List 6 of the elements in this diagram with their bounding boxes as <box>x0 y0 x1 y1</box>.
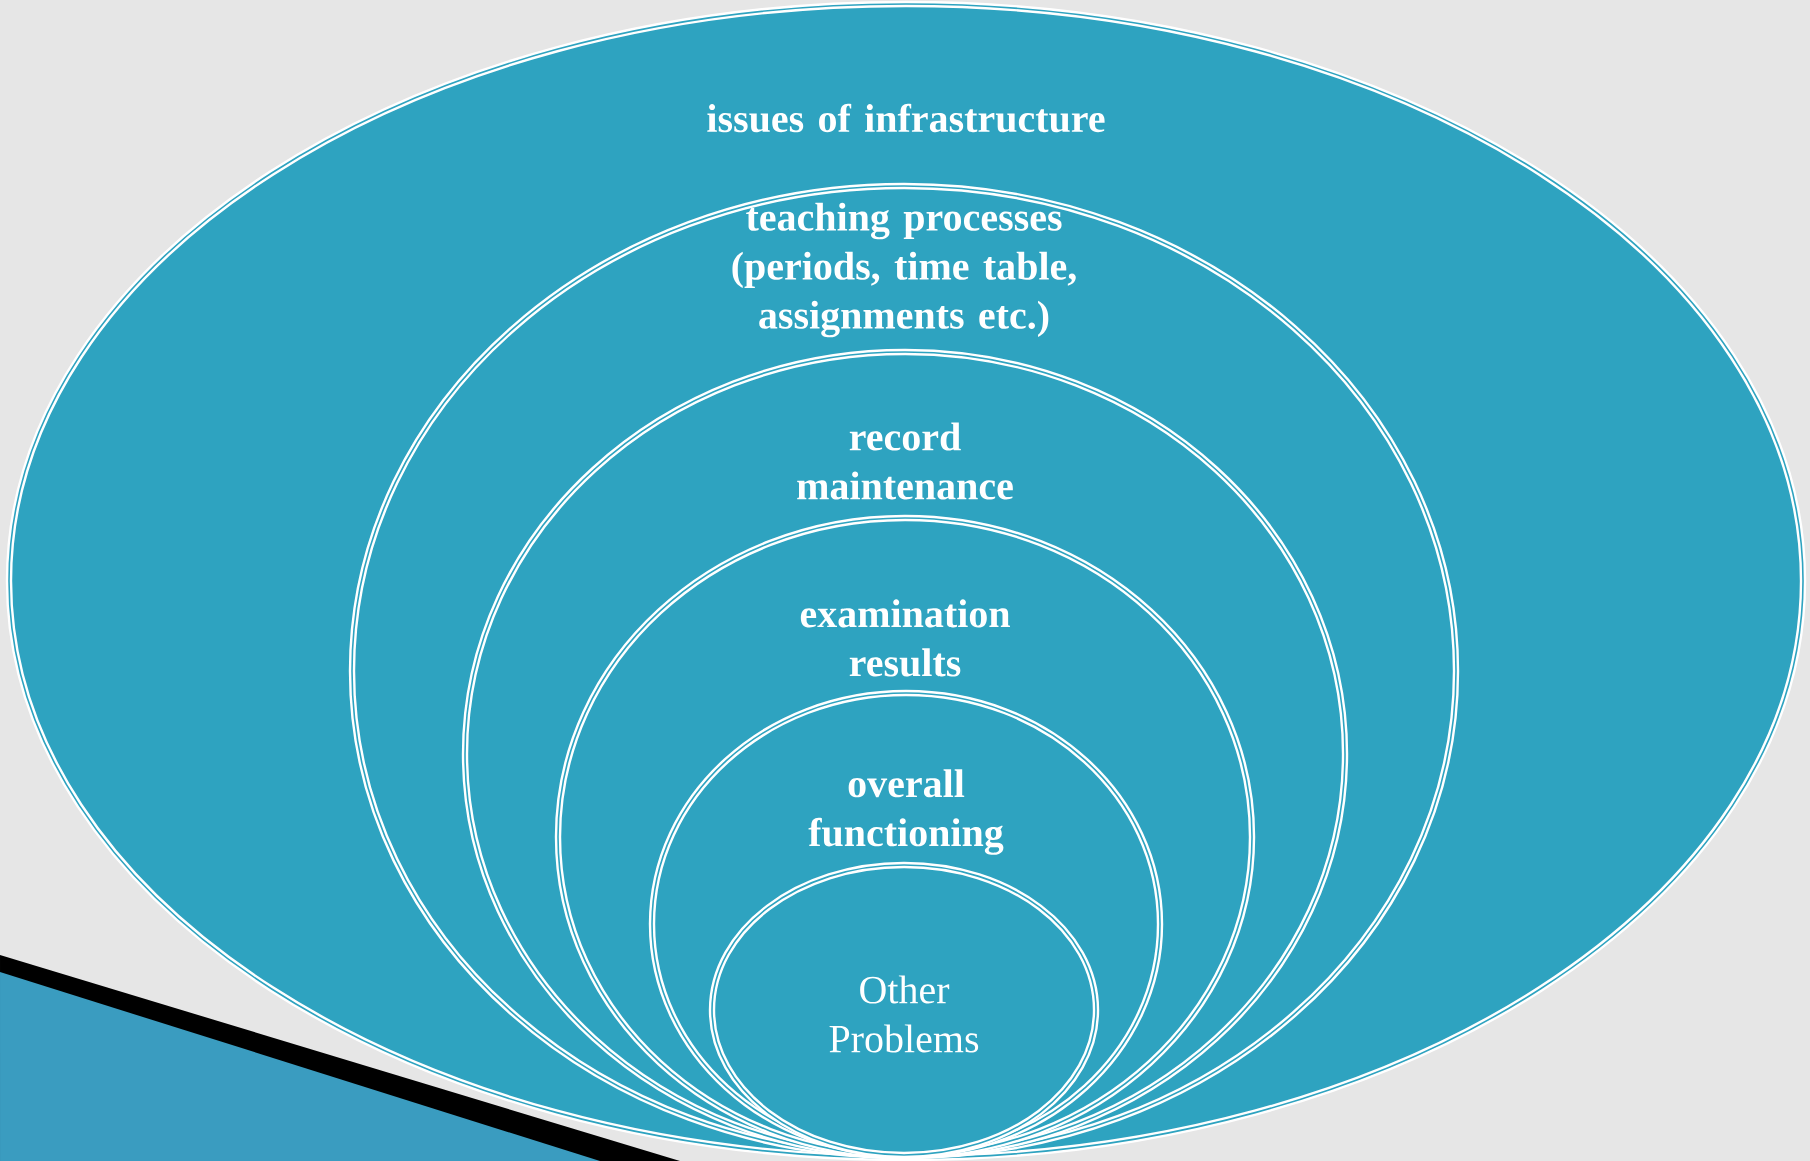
ellipse-label: record maintenance <box>797 422 1013 500</box>
ellipse-label: Other Problems <box>829 975 979 1053</box>
ellipse-label: teaching processes (periods, time table, assignments etc.) <box>732 202 1076 338</box>
ellipse-label: issues of infrastructure <box>707 103 1105 133</box>
ellipse-label: examination results <box>800 599 1010 677</box>
ellipse-label: overall functioning <box>808 769 1004 855</box>
